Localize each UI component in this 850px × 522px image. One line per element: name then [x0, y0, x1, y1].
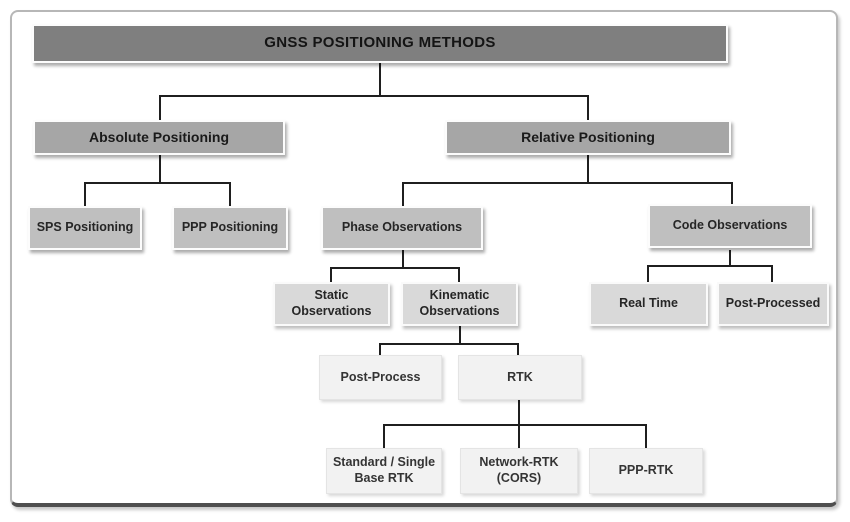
node-code-observations: Code Observations — [648, 204, 812, 248]
node-network-rtk-cors: Network-RTK (CORS) — [460, 448, 578, 494]
node-kinematic-observations: Kinematic Observations — [401, 282, 518, 326]
node-real-time: Real Time — [589, 282, 708, 326]
connector-line — [330, 267, 460, 269]
connector-line — [518, 424, 520, 448]
node-static-observations: Static Observations — [273, 282, 390, 326]
connector-line — [518, 400, 520, 426]
node-relative-positioning: Relative Positioning — [445, 120, 731, 155]
connector-line — [587, 95, 589, 120]
connector-line — [402, 182, 733, 184]
node-phase-observations: Phase Observations — [321, 206, 483, 250]
connector-line — [84, 182, 231, 184]
connector-line — [771, 265, 773, 282]
connector-line — [379, 63, 381, 96]
connector-line — [383, 424, 647, 426]
connector-line — [159, 95, 589, 97]
connector-line — [159, 155, 161, 182]
connector-line — [402, 250, 404, 267]
connector-line — [458, 267, 460, 282]
node-post-processed: Post-Processed — [717, 282, 829, 326]
connector-line — [647, 265, 649, 282]
node-absolute-positioning: Absolute Positioning — [33, 120, 285, 155]
connector-line — [729, 250, 731, 265]
node-ppp-positioning: PPP Positioning — [172, 206, 288, 250]
connector-line — [517, 343, 519, 355]
connector-line — [330, 267, 332, 282]
connector-line — [229, 182, 231, 206]
connector-line — [731, 182, 733, 206]
connector-line — [379, 343, 381, 355]
connector-line — [159, 95, 161, 120]
connector-line — [383, 424, 385, 448]
node-ppp-rtk: PPP-RTK — [589, 448, 703, 494]
connector-line — [379, 343, 519, 345]
connector-line — [459, 326, 461, 343]
node-sps-positioning: SPS Positioning — [28, 206, 142, 250]
connector-line — [647, 265, 773, 267]
connector-line — [587, 155, 589, 182]
node-rtk: RTK — [458, 355, 582, 400]
node-standard-single-base-rtk: Standard / Single Base RTK — [326, 448, 442, 494]
node-gnss-positioning-methods: GNSS POSITIONING METHODS — [32, 24, 728, 63]
diagram-frame — [10, 10, 838, 507]
connector-line — [645, 424, 647, 448]
connector-line — [402, 182, 404, 206]
node-post-process: Post-Process — [319, 355, 442, 400]
connector-line — [84, 182, 86, 206]
